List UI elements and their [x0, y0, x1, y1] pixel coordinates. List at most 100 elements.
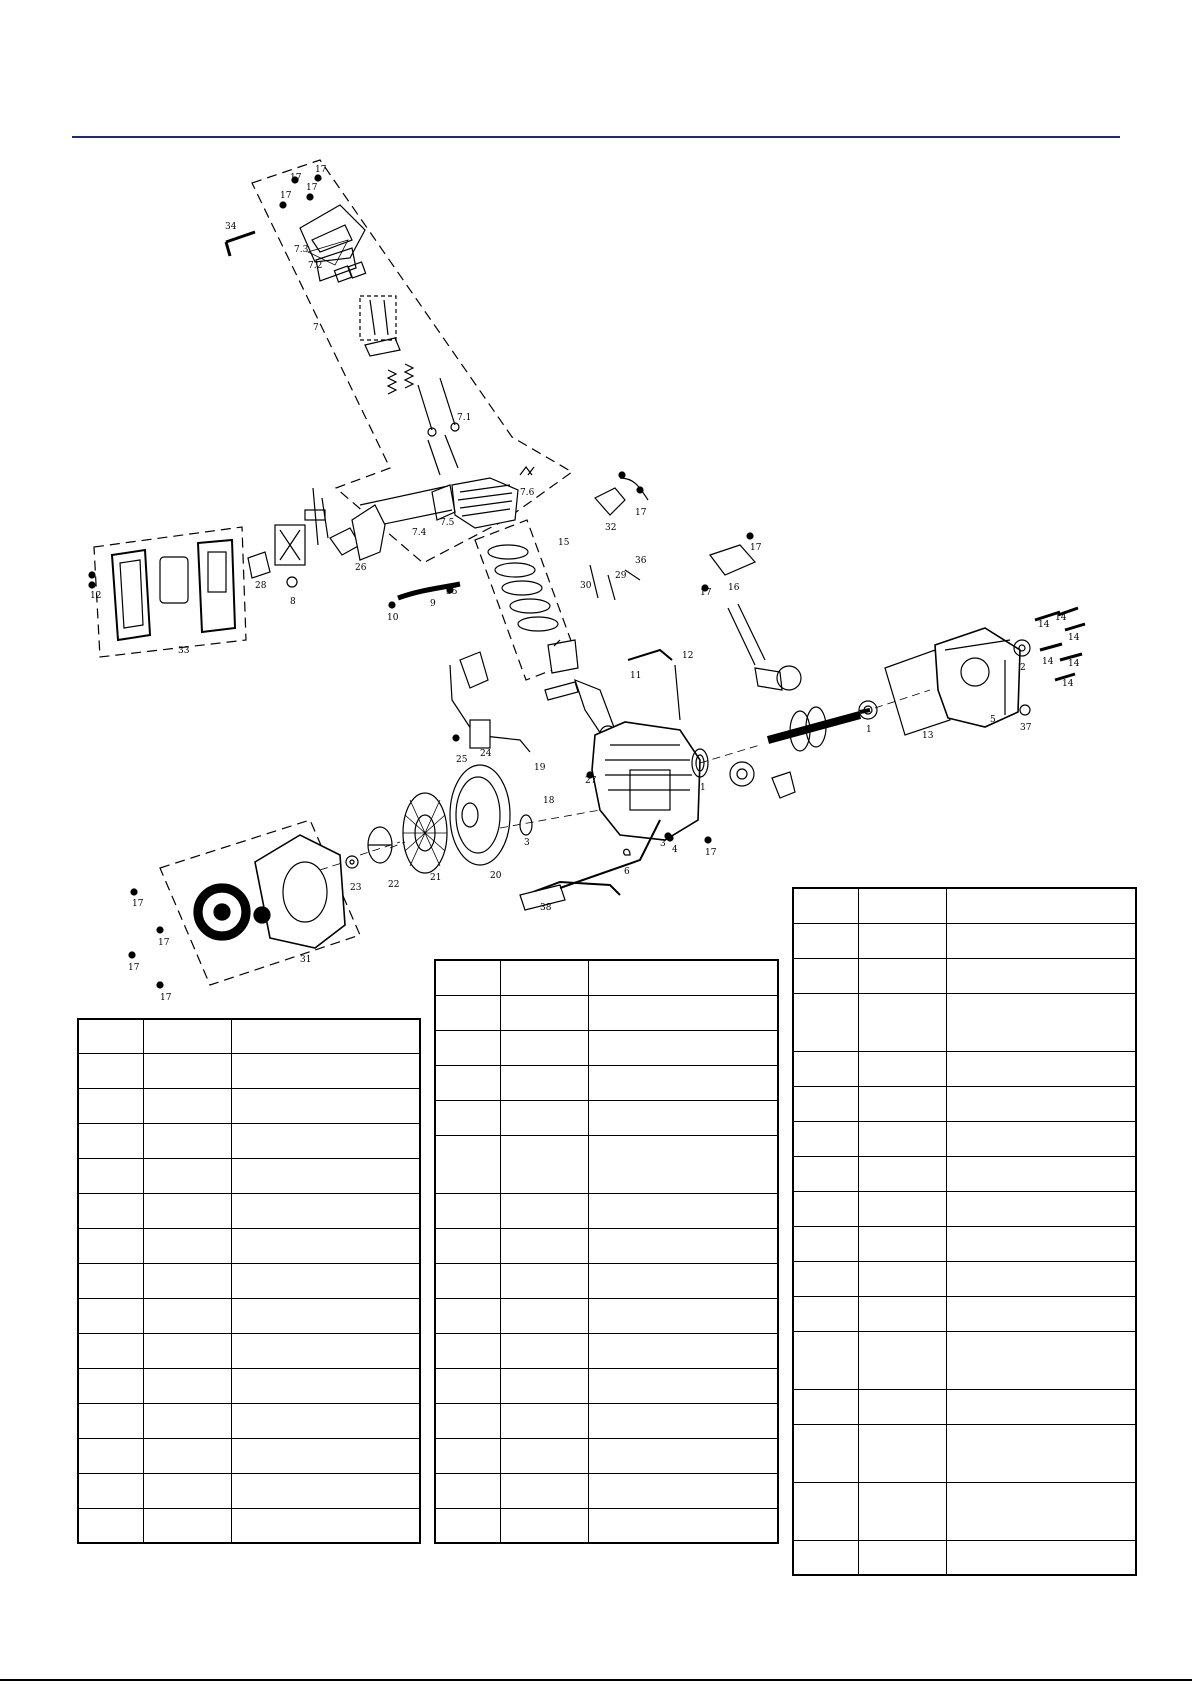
- callout-7-5: 7.5: [440, 518, 455, 528]
- camshaft-part: [754, 665, 802, 691]
- table-row: [792, 1190, 1137, 1227]
- screw-part: [88, 571, 96, 579]
- carburetor-part: [274, 524, 306, 588]
- crankcase-part: [591, 721, 701, 841]
- callout-33: 33: [178, 646, 190, 656]
- callout-14d: 14: [1042, 657, 1054, 667]
- callout-36: 36: [635, 556, 647, 566]
- table-row: [434, 1402, 779, 1439]
- air-filter-element-part: [159, 556, 189, 604]
- crankshaft-part: [766, 706, 871, 752]
- main-bearing-part: [691, 748, 709, 778]
- callout-7-1: 7.1: [457, 413, 471, 423]
- screw-part: [128, 951, 136, 959]
- screw-part: [704, 836, 712, 844]
- screw-part: [88, 581, 96, 589]
- callout-18: 18: [543, 796, 555, 806]
- bolt-part: [1054, 672, 1076, 682]
- screw-part: [452, 734, 460, 742]
- piston-part: [547, 639, 579, 674]
- callout-7-2: 7.2: [308, 261, 322, 271]
- piston-group-outline: [474, 519, 579, 681]
- callout-17c: 17: [128, 963, 140, 973]
- callout-17b: 17: [158, 938, 170, 948]
- table-row: [434, 1297, 779, 1334]
- flywheel-nut-part: [345, 855, 359, 869]
- callout-17i: 17: [290, 173, 302, 183]
- tappet-part: [727, 607, 756, 666]
- table-row: [434, 1099, 779, 1136]
- table-row: [792, 1120, 1137, 1157]
- table-row: [434, 1507, 779, 1544]
- ignition-coil-part: [449, 651, 531, 753]
- callout-32: 32: [605, 523, 616, 533]
- callout-6: 6: [624, 867, 630, 877]
- parts-table-3: [792, 887, 1137, 1576]
- recoil-cover-part: [254, 834, 346, 949]
- linkage-part: [304, 487, 329, 546]
- bolt-part: [1057, 606, 1079, 617]
- callout-13: 13: [922, 731, 934, 741]
- table-row: [434, 1029, 779, 1066]
- screw-part: [291, 176, 299, 184]
- callout-5: 5: [990, 715, 996, 725]
- callout-2: 2: [1020, 663, 1026, 673]
- parts-table-2: [434, 959, 779, 1544]
- callout-3: 3: [524, 838, 530, 848]
- callout-4: 4: [672, 845, 678, 855]
- callout-12b: 12: [90, 591, 101, 601]
- table-row: [434, 959, 779, 996]
- callout-17: 17: [132, 899, 144, 909]
- governor-rod-part: [674, 664, 681, 721]
- screw-part: [746, 532, 754, 540]
- balance-gear-part: [729, 761, 755, 787]
- screw-part: [446, 586, 454, 594]
- callout-14c: 14: [1068, 633, 1080, 643]
- fan-part: [402, 792, 448, 874]
- screw-part: [156, 981, 164, 989]
- screw-part: [314, 174, 322, 182]
- screw-part: [701, 584, 709, 592]
- table-row: [434, 1192, 779, 1229]
- callout-8: 8: [290, 597, 296, 607]
- callout-22: 22: [388, 880, 399, 890]
- table-row: [77, 1367, 421, 1404]
- table-row: [434, 994, 779, 1031]
- table-row: [77, 1332, 421, 1369]
- callout-19: 19: [534, 763, 546, 773]
- callout-17e: 17: [705, 848, 717, 858]
- callout-17d: 17: [160, 993, 172, 1003]
- valves-part: [417, 377, 460, 476]
- callout-17k: 17: [280, 191, 292, 201]
- table-row: [77, 1227, 421, 1264]
- callout-14b: 14: [1055, 613, 1067, 623]
- callout-17f: 17: [635, 508, 647, 518]
- header-rule: [72, 136, 1120, 138]
- cylinder-head-part: [451, 477, 519, 529]
- flywheel-part: [449, 764, 511, 866]
- callout-25: 25: [456, 755, 468, 765]
- callout-9: 9: [430, 599, 436, 609]
- recoil-starter-group-outline: [159, 819, 361, 986]
- callout-1: 1: [700, 783, 706, 793]
- rocker-arm-part: [333, 261, 367, 283]
- callout-1b: 1: [866, 725, 872, 735]
- callout-29: 29: [615, 571, 627, 581]
- table-row: [77, 1192, 421, 1229]
- breather-bracket-part: [594, 487, 626, 516]
- table-row: [792, 1330, 1137, 1390]
- plate-part: [364, 337, 401, 357]
- table-row: [792, 1085, 1137, 1122]
- screw-part: [664, 832, 672, 840]
- table-row: [77, 1507, 421, 1544]
- callout-38: 38: [540, 903, 552, 913]
- callout-30: 30: [580, 581, 592, 591]
- piston-rings-part: [487, 544, 559, 632]
- exploded-parts-diagram: 1 1 2 3 3 4 5 6 7 7.1 7.2 7.3 7.4 7.5 7.…: [88, 159, 1086, 1003]
- oil-seal-part: [858, 700, 878, 720]
- side-cover-gasket-part: [884, 649, 951, 736]
- callout-7-3: 7.3: [294, 245, 309, 255]
- bolt-part: [1039, 642, 1063, 652]
- screw-part: [586, 771, 594, 779]
- callout-14f: 14: [1062, 679, 1074, 689]
